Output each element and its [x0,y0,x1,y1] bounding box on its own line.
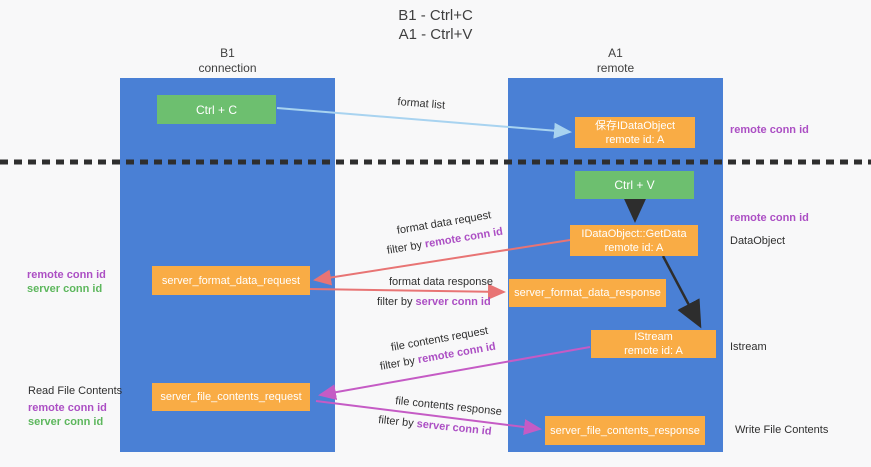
server-file-contents-response-label: server_file_contents_response [550,424,700,437]
arrow-format-data-response [309,283,506,300]
getdata-line1: IDataObject::GetData [581,227,687,240]
arrow-file-contents-request [318,346,591,401]
istream-box: IStream remote id: A [591,330,716,358]
getdata-box: IDataObject::GetData remote id: A [570,225,698,256]
title-line-1: B1 - Ctrl+C [398,7,473,24]
left-server-conn-id-top-label: server conn id [27,283,103,295]
column-a1-name: A1 [608,46,623,60]
server-file-contents-request-label: server_file_contents_request [160,391,302,403]
column-a1-subtitle: remote [596,61,635,75]
save-dataobject-line2: remote id: A [605,133,665,146]
server-file-contents-response-box: server_file_contents_response [545,416,705,445]
istream-line2: remote id: A [624,345,683,357]
column-b1-subtitle: connection [198,61,257,75]
left-remote-conn-id-bottom-label: remote conn id [28,402,107,414]
getdata-line2: remote id: A [604,241,664,254]
column-b1-name: B1 [220,46,235,60]
istream-side-label: Istream [730,341,767,353]
arrow-format-list [276,107,572,139]
right-remote-conn-id-top-label: remote conn id [730,124,809,136]
server-format-data-request-label: server_format_data_request [161,274,301,287]
arrow-getdata-to-istream [661,255,702,329]
ctrl-c-box: Ctrl + C [157,95,276,124]
server-file-contents-request-box: server_file_contents_request [152,383,310,411]
save-dataobject-line1: 保存IDataObject [594,119,676,132]
column-header-a1: A1 remote [508,46,723,76]
right-remote-conn-id-mid-label: remote conn id [730,212,809,224]
server-format-data-request-box: server_format_data_request [152,266,310,295]
server-format-data-response-label: server_format_data_response [514,287,661,299]
ctrl-v-label: Ctrl + V [614,178,655,192]
title-line-2: A1 - Ctrl+V [398,26,473,43]
left-remote-conn-id-top-label: remote conn id [27,269,106,281]
ctrl-v-box: Ctrl + V [575,171,694,199]
diagram-title: B1 - Ctrl+C A1 - Ctrl+V [0,6,871,44]
ctrl-c-label: Ctrl + C [195,102,237,117]
format-data-response-label: format data response [389,276,493,288]
istream-line1: IStream [634,331,673,343]
format-data-response-filter-label: filter by server conn id [377,296,491,308]
column-header-b1: B1 connection [120,46,335,76]
arrow-format-data-request [313,239,571,286]
dataobject-label: DataObject [730,235,786,247]
filter-key-server-conn-id: server conn id [415,296,491,308]
write-file-contents-label: Write File Contents [735,424,829,436]
filter-by-text: filter by [377,296,416,308]
left-server-conn-id-bottom-label: server conn id [28,416,104,428]
read-file-contents-label: Read File Contents [28,385,123,397]
arrow-file-contents-response [315,400,542,435]
server-format-data-response-box: server_format_data_response [509,279,666,307]
save-dataobject-box: 保存IDataObject remote id: A [575,117,695,148]
